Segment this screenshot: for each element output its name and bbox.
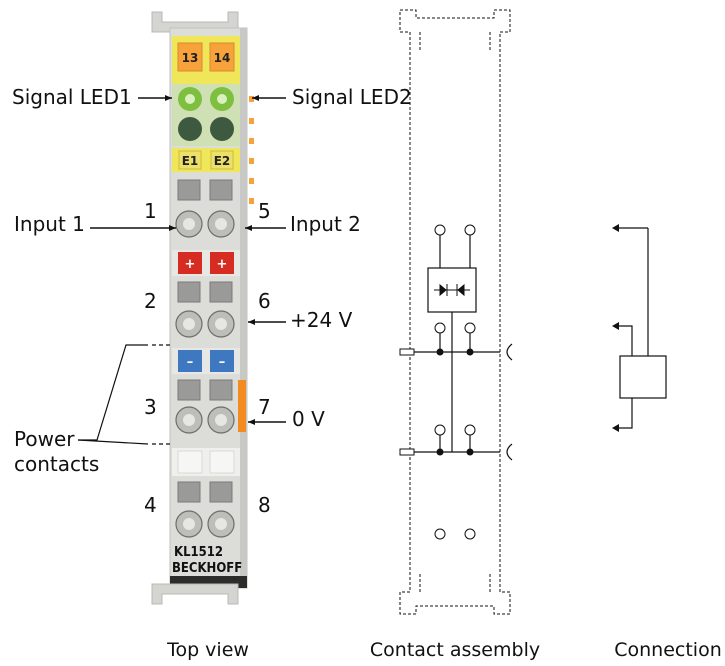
tag-13-text: 13	[182, 51, 199, 65]
label-contacts: contacts	[14, 452, 99, 476]
terminal-circle	[434, 224, 446, 236]
bottom-clip	[151, 583, 239, 605]
tag-13	[177, 42, 203, 72]
pin-3: 3	[144, 395, 157, 419]
plus-2-text: +	[217, 257, 228, 272]
contact-row-4-8	[175, 481, 235, 538]
tag-e2: E2	[214, 154, 231, 168]
pin-1: 1	[144, 199, 157, 223]
terminal-circle	[464, 424, 476, 436]
terminal-circle	[464, 322, 476, 334]
label-input1: Input 1	[14, 212, 85, 236]
pin-5: 5	[258, 199, 271, 223]
connection-diagram	[612, 224, 667, 432]
minus-marker-2	[210, 350, 234, 372]
power-contact-line-upper	[78, 344, 148, 441]
tag-e1: E1	[182, 154, 199, 168]
plus-marker-2	[210, 252, 234, 274]
terminal-circle	[434, 424, 446, 436]
power-contact-line-lower	[77, 439, 149, 445]
terminal-rail	[240, 28, 247, 588]
terminal-circle	[464, 224, 476, 236]
tag-14-text: 14	[214, 51, 231, 65]
model-text: KL1512	[174, 545, 223, 560]
terminal-circle	[464, 528, 476, 540]
pin-7: 7	[258, 395, 271, 419]
label-input2: Input 2	[290, 212, 361, 236]
plus-marker-1	[178, 252, 202, 274]
tag-14	[209, 42, 235, 72]
plus-1-text: +	[185, 257, 196, 272]
caption-connection: Connection	[614, 639, 722, 661]
terminal-circle	[434, 528, 446, 540]
label-plus24v: +24 V	[290, 308, 353, 332]
caption-top-view: Top view	[166, 639, 249, 661]
label-0v: 0 V	[292, 407, 325, 431]
caption-contact-assembly: Contact assembly	[370, 639, 540, 661]
orange-stripe	[238, 380, 246, 432]
pin-8: 8	[258, 493, 271, 517]
minus-marker-1	[178, 350, 202, 372]
label-signal-led1: Signal LED1	[12, 85, 132, 109]
pin-4: 4	[144, 493, 157, 517]
pin-6: 6	[258, 289, 271, 313]
assembly-outline	[399, 9, 511, 615]
brand-text: BECKHOFF	[172, 561, 242, 576]
terminal-circle	[434, 322, 446, 334]
contact-row-2-6	[175, 281, 235, 338]
pin-2: 2	[144, 289, 157, 313]
minus-1-text: –	[187, 355, 194, 370]
contact-row-3-7	[175, 379, 235, 434]
led-dark-1	[178, 117, 202, 141]
contact-assembly	[399, 9, 513, 615]
label-signal-led2: Signal LED2	[292, 85, 412, 109]
minus-2-text: –	[219, 355, 226, 370]
status-dashes	[249, 96, 254, 204]
terminal-block: 13 14 E1 E2 + +	[151, 11, 254, 605]
label-power: Power	[14, 427, 75, 451]
led-dark-2	[210, 117, 234, 141]
contact-row-1-5	[175, 179, 235, 238]
sensor-box	[619, 355, 667, 399]
